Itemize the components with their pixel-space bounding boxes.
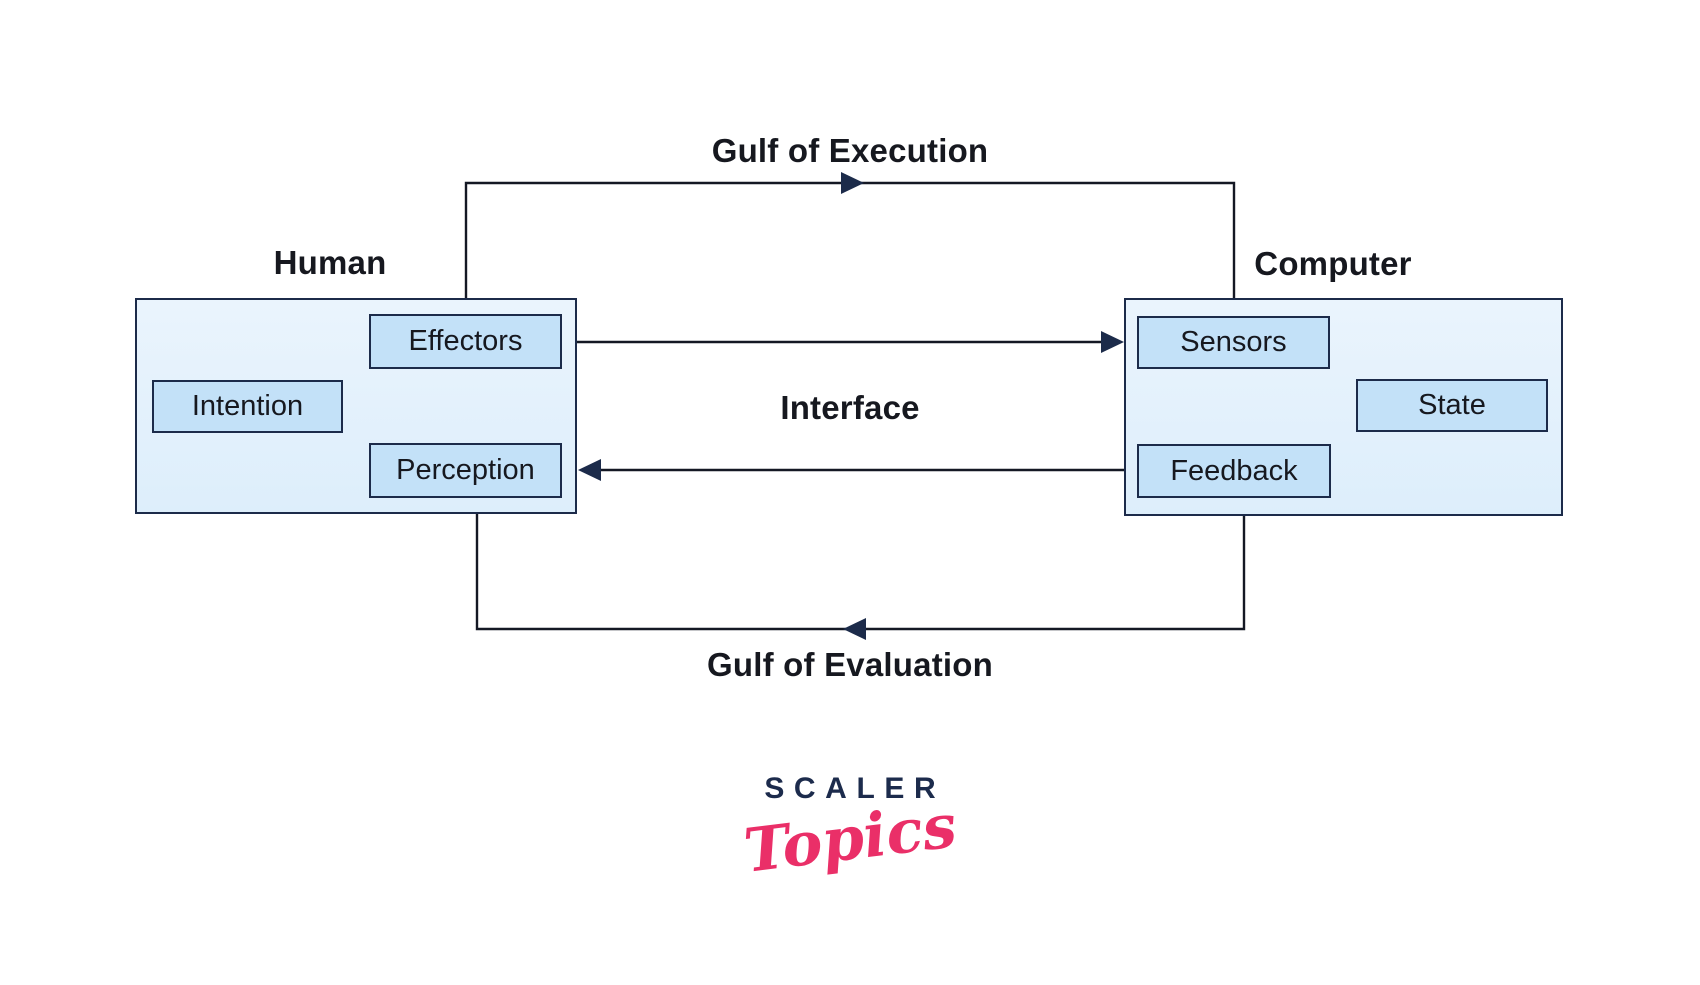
sensors-label: Sensors bbox=[1180, 326, 1287, 358]
gulf-of-evaluation-label: Gulf of Evaluation bbox=[707, 646, 993, 683]
human-title: Human bbox=[273, 244, 387, 281]
logo-sub-text: Topics bbox=[740, 791, 960, 887]
feedback-label: Feedback bbox=[1170, 454, 1298, 487]
computer-title: Computer bbox=[1254, 245, 1412, 282]
arrowhead-execution-right-icon bbox=[841, 172, 864, 194]
logo-brand-text: SCALER bbox=[764, 772, 946, 805]
interface-label: Interface bbox=[780, 389, 920, 426]
perception-node: Perception bbox=[369, 443, 562, 498]
arrowhead-evaluation-left-icon bbox=[843, 618, 866, 640]
perception-label: Perception bbox=[396, 454, 535, 486]
intention-label: Intention bbox=[191, 390, 304, 422]
connector-gulf-of-execution bbox=[464, 181, 1236, 298]
arrowhead-into-human-icon bbox=[578, 459, 601, 481]
connector-gulf-of-evaluation bbox=[475, 514, 1246, 631]
gulf-of-execution-label: Gulf of Execution bbox=[711, 132, 989, 169]
state-label: State bbox=[1418, 389, 1486, 421]
arrowhead-into-computer-icon bbox=[1101, 331, 1124, 353]
scaler-topics-logo: SCALER Topics bbox=[640, 772, 1060, 887]
effectors-label: Effectors bbox=[408, 325, 523, 357]
feedback-node: Feedback bbox=[1137, 444, 1331, 498]
intention-node: Intention bbox=[152, 380, 343, 433]
sensors-node: Sensors bbox=[1137, 316, 1330, 369]
state-node: State bbox=[1356, 379, 1548, 432]
effectors-node: Effectors bbox=[369, 314, 562, 369]
